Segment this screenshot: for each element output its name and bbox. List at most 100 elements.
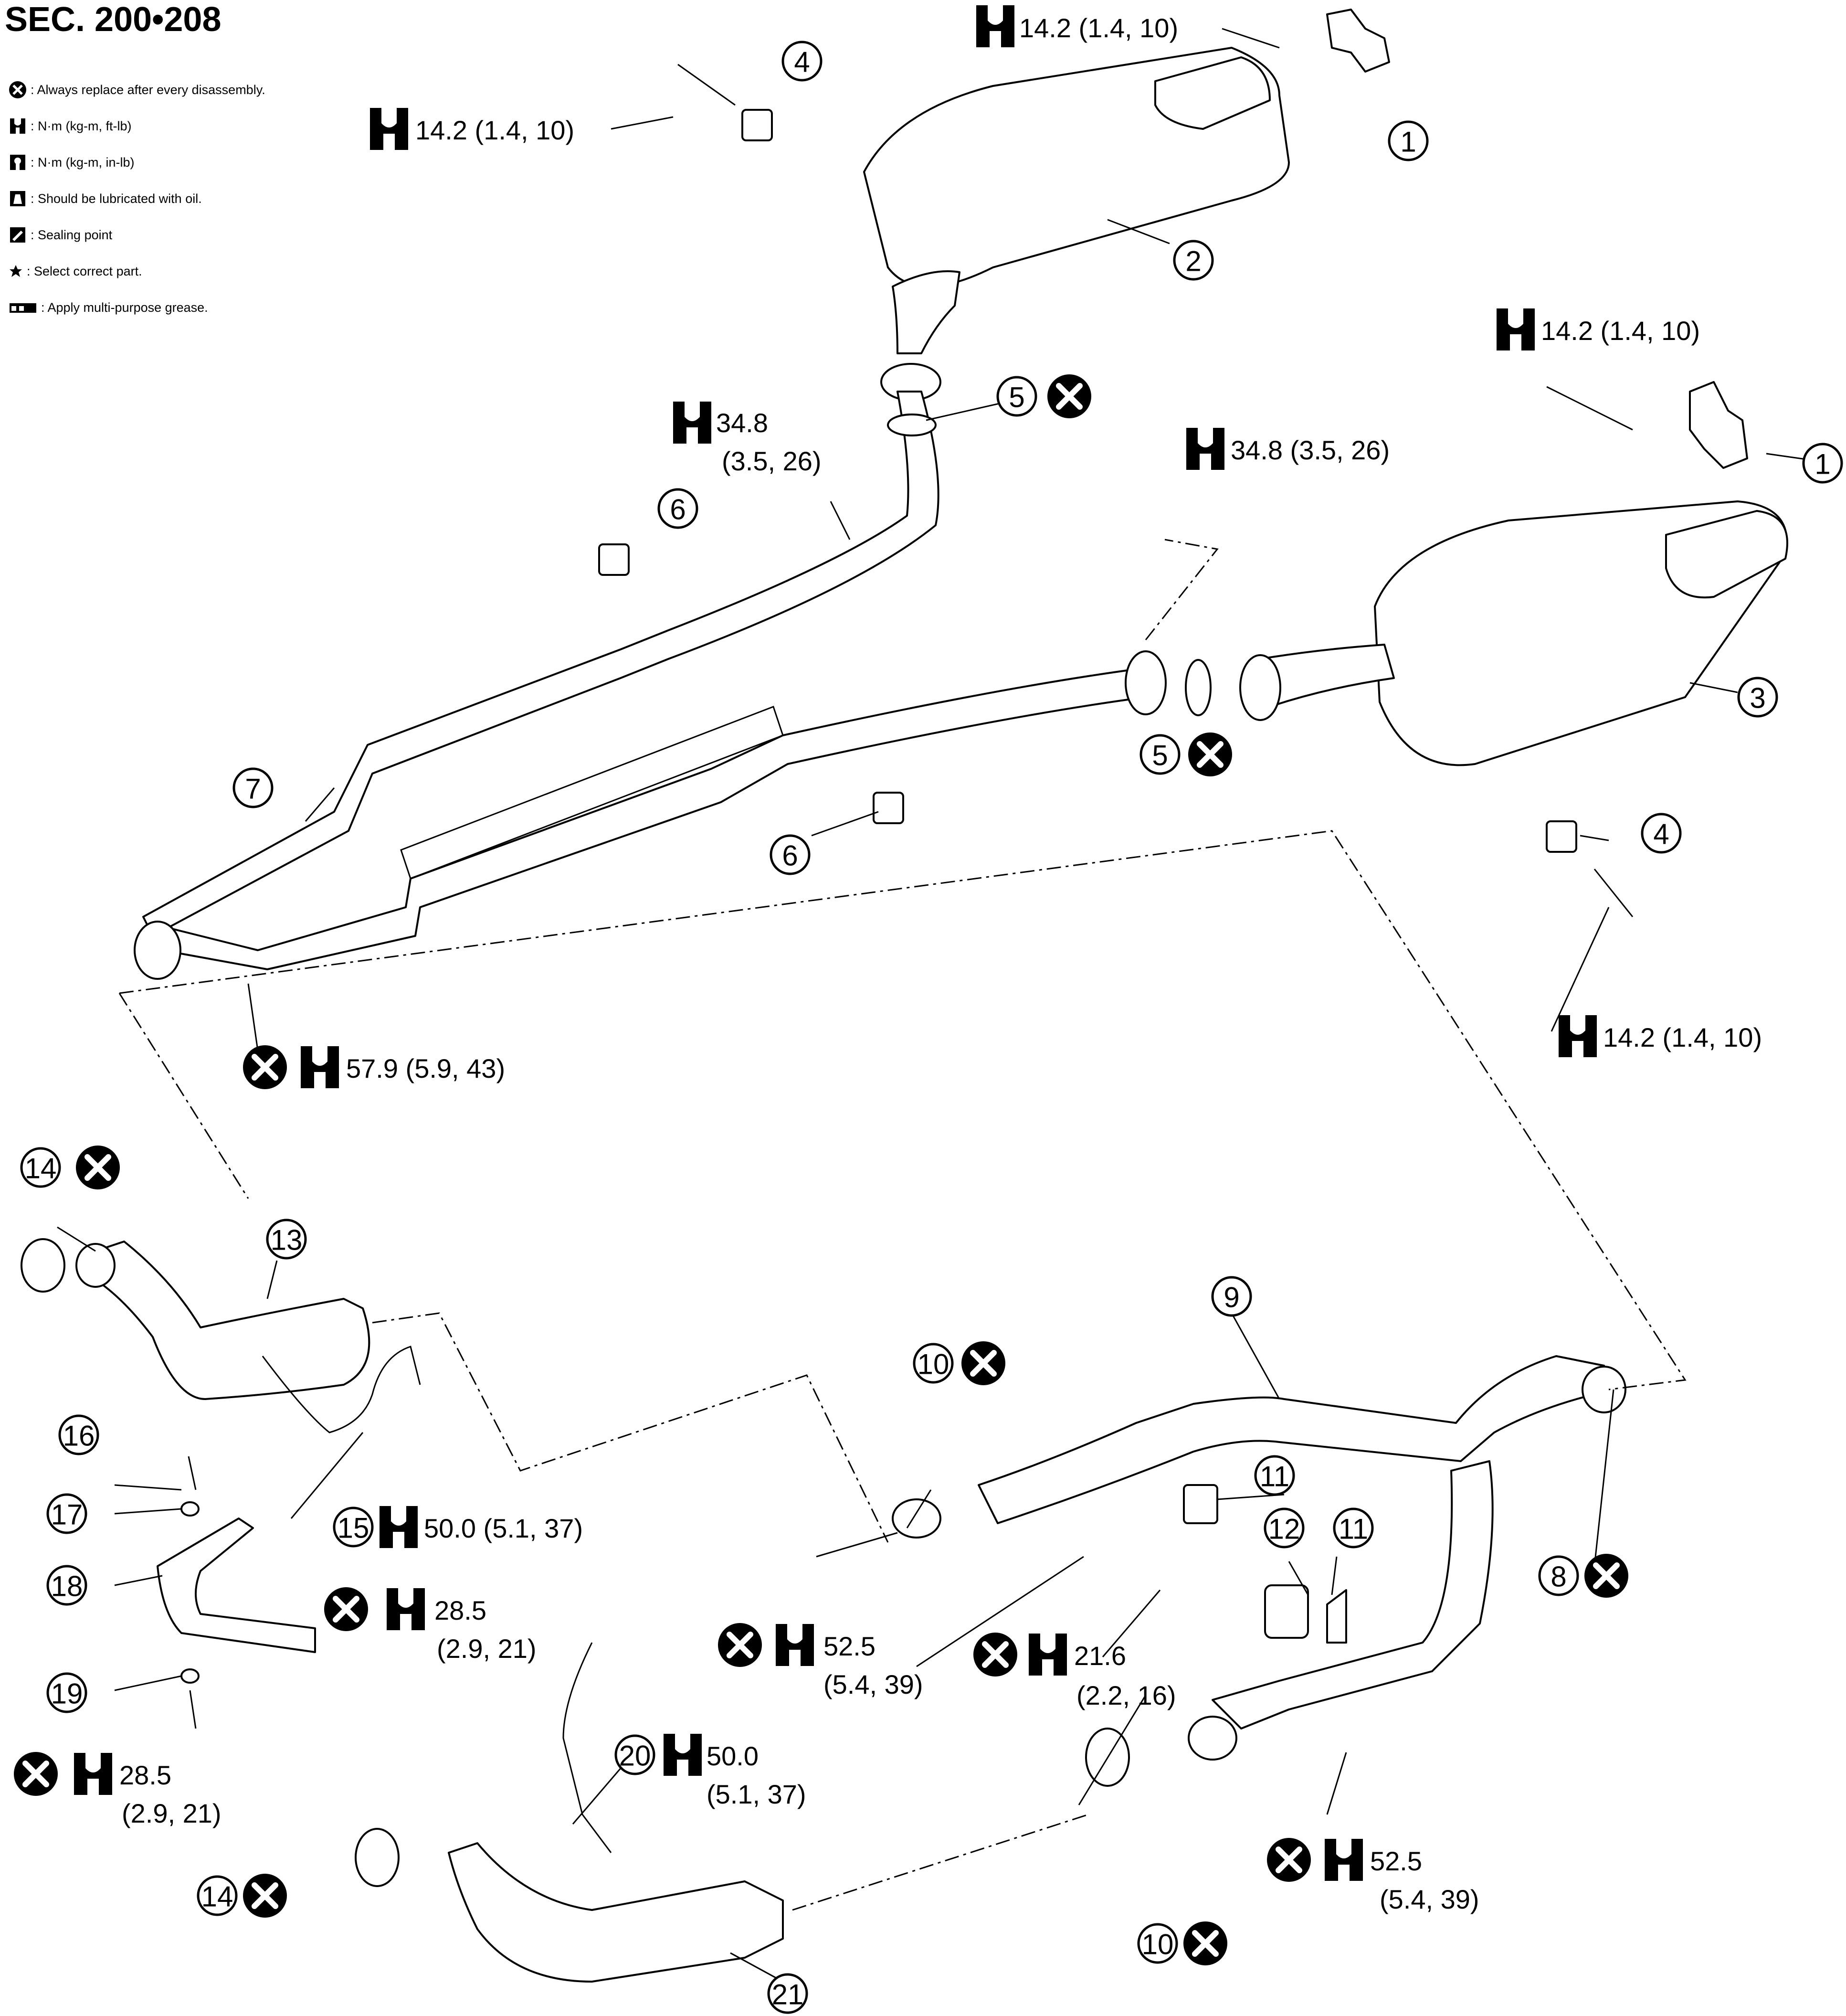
exhaust-tube-21 bbox=[448, 1842, 784, 1983]
sealing-point-icon bbox=[10, 227, 25, 243]
legend-row: : N·m (kg-m, in-lb) bbox=[9, 144, 265, 180]
exhaust-tube-13-flange bbox=[75, 1243, 116, 1288]
svg-text:1: 1 bbox=[1814, 448, 1830, 480]
callout-8: 8 bbox=[1538, 1555, 1579, 1596]
svg-text:6: 6 bbox=[782, 840, 798, 872]
legend-row: : N·m (kg-m, ft-lb) bbox=[9, 108, 265, 144]
svg-text:4: 4 bbox=[1653, 818, 1669, 850]
torque-wrench-icon bbox=[1325, 1839, 1363, 1881]
torque-wrench-icon bbox=[380, 1506, 418, 1548]
svg-text:6: 6 bbox=[670, 494, 686, 526]
legend-text: : Should be lubricated with oil. bbox=[31, 191, 202, 206]
callout-2: 2 bbox=[1173, 240, 1214, 281]
torque-spec-14a: 52.5 bbox=[1370, 1846, 1422, 1876]
torque-wrench-icon bbox=[387, 1588, 425, 1630]
callout-20: 20 bbox=[614, 1734, 655, 1775]
torque-nm-kgm-ftlb-icon bbox=[10, 118, 25, 134]
heated-oxygen-sensor-20 bbox=[562, 1642, 612, 1853]
always-replace-icon bbox=[1188, 732, 1232, 776]
torque-spec-12b: (2.9, 21) bbox=[122, 1798, 222, 1828]
legend-text: : Sealing point bbox=[31, 227, 113, 242]
torque-spec-8: 50.0 (5.1, 37) bbox=[424, 1513, 583, 1543]
dashed-link-mount bbox=[1145, 539, 1219, 640]
torque-spec-9a: 28.5 bbox=[434, 1595, 486, 1625]
gasket-14-bottom bbox=[355, 1828, 400, 1887]
front-tube-lower-cat bbox=[1212, 1460, 1494, 1730]
front-tube-left-flange bbox=[892, 1498, 941, 1539]
torque-spec-13b: (5.1, 37) bbox=[707, 1779, 806, 1809]
always-replace-icon bbox=[1047, 374, 1091, 418]
torque-wrench-icon bbox=[1029, 1634, 1067, 1676]
callout-3: 3 bbox=[1737, 677, 1778, 718]
bolt-19 bbox=[189, 1690, 197, 1729]
torque-nm-kgm-inlb-icon bbox=[10, 155, 25, 170]
dashed-link-13-9 bbox=[372, 1312, 889, 1543]
legend-text: : N·m (kg-m, ft-lb) bbox=[31, 118, 132, 133]
svg-text:3: 3 bbox=[1750, 682, 1765, 714]
svg-text:9: 9 bbox=[1224, 1282, 1239, 1314]
torque-spec-6: 34.8 (3.5, 26) bbox=[1231, 435, 1390, 465]
center-pipe-rear-flange bbox=[1125, 650, 1167, 715]
torque-wrench-icon bbox=[673, 402, 711, 444]
torque-spec-13a: 50.0 bbox=[707, 1741, 759, 1771]
svg-text:5: 5 bbox=[1009, 382, 1024, 414]
callout-10-bottom: 10 bbox=[1137, 1923, 1178, 1964]
svg-text:1: 1 bbox=[1400, 126, 1416, 158]
callout-4-right: 4 bbox=[1641, 813, 1682, 854]
callout-10-top: 10 bbox=[913, 1343, 954, 1384]
always-replace-icon bbox=[718, 1623, 762, 1667]
star-icon bbox=[10, 265, 22, 277]
front-tube-lower-flange bbox=[1188, 1716, 1237, 1761]
legend-text: : Always replace after every disassembly… bbox=[31, 82, 265, 97]
torque-wrench-icon bbox=[776, 1624, 814, 1666]
hanger-bracket-top bbox=[1326, 9, 1390, 73]
callout-5-right: 5 bbox=[1139, 734, 1181, 775]
muffler-right-flange bbox=[1239, 654, 1281, 721]
torque-wrench-icon bbox=[664, 1734, 702, 1776]
legend-row: : Apply multi-purpose grease. bbox=[9, 289, 265, 326]
callout-14-top: 14 bbox=[20, 1147, 61, 1188]
legend-text: : N·m (kg-m, in-lb) bbox=[31, 155, 135, 170]
legend-text: : Apply multi-purpose grease. bbox=[41, 300, 208, 315]
always-replace-icon bbox=[9, 81, 26, 98]
torque-spec-5b: (3.5, 26) bbox=[722, 446, 822, 476]
dashed-link-21-10 bbox=[792, 1814, 1089, 1911]
torque-spec-3: 14.2 (1.4, 10) bbox=[1541, 316, 1700, 346]
always-replace-icon bbox=[14, 1752, 58, 1796]
legend-row: : Select correct part. bbox=[9, 253, 265, 289]
mount-plate-11-right bbox=[1326, 1589, 1347, 1644]
gasket-upper bbox=[887, 414, 937, 436]
callout-16: 16 bbox=[58, 1414, 99, 1455]
always-replace-icon bbox=[973, 1633, 1017, 1676]
bolt-16 bbox=[188, 1456, 197, 1490]
muffler-right-inlet-pipe bbox=[1259, 644, 1395, 708]
torque-spec-4: 14.2 (1.4, 10) bbox=[1603, 1022, 1762, 1052]
legend-row: : Should be lubricated with oil. bbox=[9, 180, 265, 217]
mount-insulator-12 bbox=[1264, 1584, 1309, 1639]
callout-17: 17 bbox=[46, 1493, 87, 1534]
grease-icon bbox=[10, 303, 36, 313]
gasket-lower bbox=[1185, 659, 1212, 716]
torque-spec-10a: 52.5 bbox=[823, 1631, 876, 1661]
svg-text:14: 14 bbox=[25, 1153, 57, 1185]
torque-spec-14b: (5.4, 39) bbox=[1380, 1884, 1479, 1914]
oil-can-icon bbox=[10, 191, 25, 206]
always-replace-icon bbox=[243, 1045, 287, 1089]
mount-bracket-11 bbox=[1183, 1484, 1218, 1524]
torque-wrench-icon bbox=[976, 5, 1014, 47]
callout-14-bottom: 14 bbox=[197, 1875, 238, 1916]
callout-1-right: 1 bbox=[1802, 443, 1843, 484]
muffler-left-inlet-pipe bbox=[892, 270, 960, 354]
exhaust-tube-13 bbox=[95, 1241, 370, 1400]
callout-13: 13 bbox=[266, 1219, 307, 1260]
svg-text:14: 14 bbox=[201, 1881, 233, 1913]
torque-spec-12a: 28.5 bbox=[119, 1760, 171, 1790]
svg-text:13: 13 bbox=[271, 1224, 303, 1256]
torque-wrench-icon bbox=[1497, 308, 1535, 350]
callout-15: 15 bbox=[333, 1507, 374, 1548]
muffler-left-tailpipe bbox=[1154, 56, 1271, 130]
callout-12: 12 bbox=[1264, 1507, 1305, 1549]
callout-4-top: 4 bbox=[781, 41, 823, 82]
svg-text:11: 11 bbox=[1339, 1513, 1368, 1545]
